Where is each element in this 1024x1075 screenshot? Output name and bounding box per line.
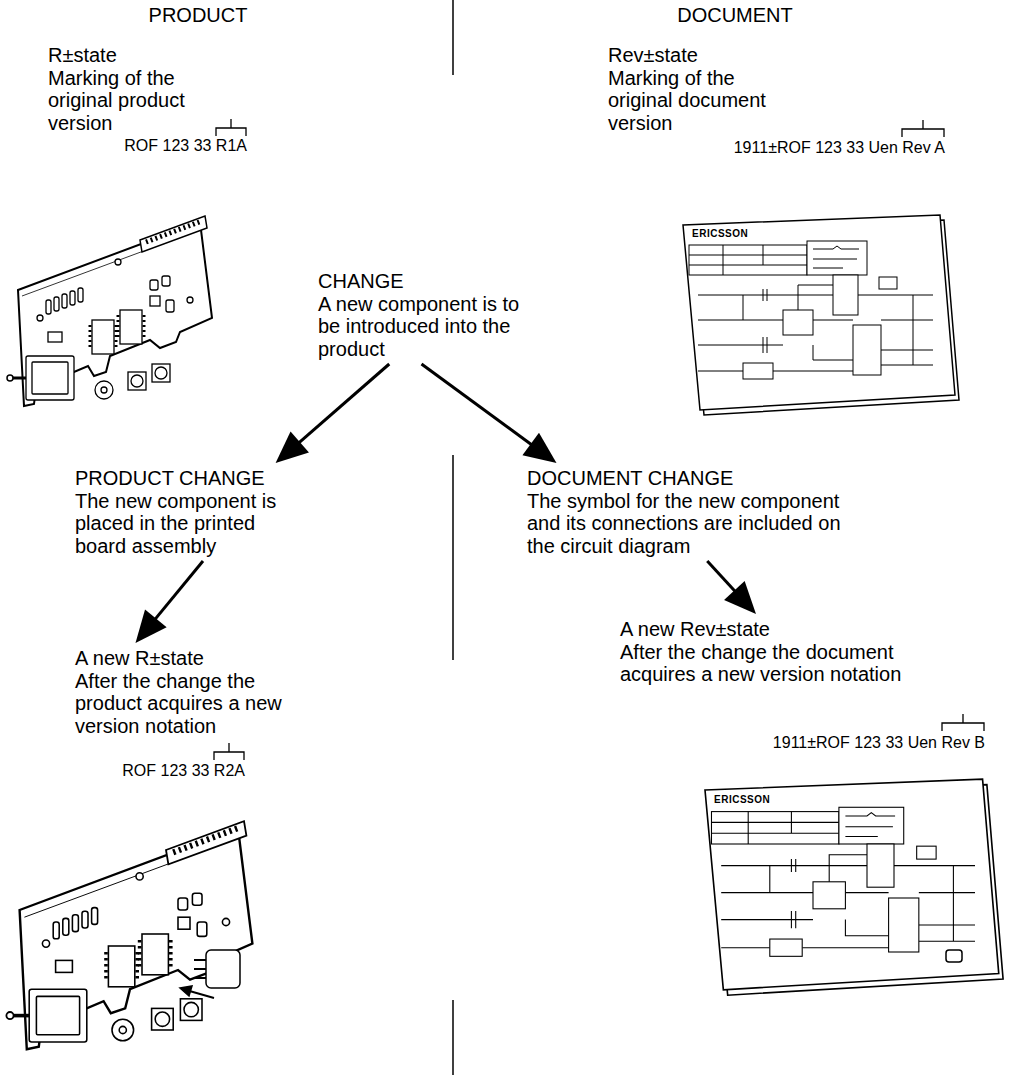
result-note: A new R±stateAfter the change the produc…: [71, 643, 286, 741]
node-body: After the change the product acquires a …: [75, 670, 282, 738]
column-heading: PRODUCT: [98, 4, 298, 27]
bracket: [214, 119, 984, 760]
node-body: A new component is to be introduced into…: [318, 293, 525, 361]
result-note: A new Rev±stateAfter the change the docu…: [616, 614, 966, 690]
state-note: R±stateMarking of the original product v…: [44, 40, 224, 138]
board-illustration: [6, 821, 252, 1049]
node-heading: CHANGE: [318, 270, 525, 293]
diagram-sheet: [683, 215, 959, 415]
change-note: CHANGEA new component is to be introduce…: [314, 266, 529, 364]
node-heading: A new R±state: [75, 647, 282, 670]
new-symbol: [946, 950, 962, 962]
node-body: The new component is placed in the print…: [75, 490, 287, 558]
node-heading: R±state: [48, 44, 220, 67]
node-body: The symbol for the new component and its…: [527, 490, 854, 558]
change-step: PRODUCT CHANGEThe new component is place…: [71, 463, 291, 561]
product-number: ROF 123 33 R1A: [124, 137, 247, 155]
node-body: After the change the document acquires a…: [620, 641, 962, 686]
node-heading: PRODUCT CHANGE: [75, 467, 287, 490]
board-illustration: [7, 216, 212, 406]
node-heading: A new Rev±state: [620, 618, 962, 641]
divider-line: [452, 0, 454, 1075]
node-body: Marking of the original document version: [608, 67, 790, 135]
flow-arrow: [707, 561, 756, 614]
node-heading: Rev±state: [608, 44, 790, 67]
logo-text: ERICSSON: [692, 228, 748, 239]
product-number: ROF 123 33 R2A: [122, 762, 245, 780]
node-body: Marking of the original product version: [48, 67, 220, 135]
state-note: Rev±stateMarking of the original documen…: [604, 40, 794, 138]
document-number: 1911±ROF 123 33 Uen Rev B: [773, 734, 985, 752]
node-heading: DOCUMENT CHANGE: [527, 467, 854, 490]
document-number: 1911±ROF 123 33 Uen Rev A: [734, 139, 945, 157]
flow-arrow: [276, 364, 390, 463]
logo-text: ERICSSON: [714, 794, 770, 805]
diagram-sheet: [705, 779, 1003, 995]
new-component: [180, 950, 240, 998]
flow-arrow: [422, 364, 557, 463]
change-step: DOCUMENT CHANGEThe symbol for the new co…: [523, 463, 858, 561]
flow-arrow: [136, 561, 204, 643]
column-heading: DOCUMENT: [635, 4, 835, 27]
